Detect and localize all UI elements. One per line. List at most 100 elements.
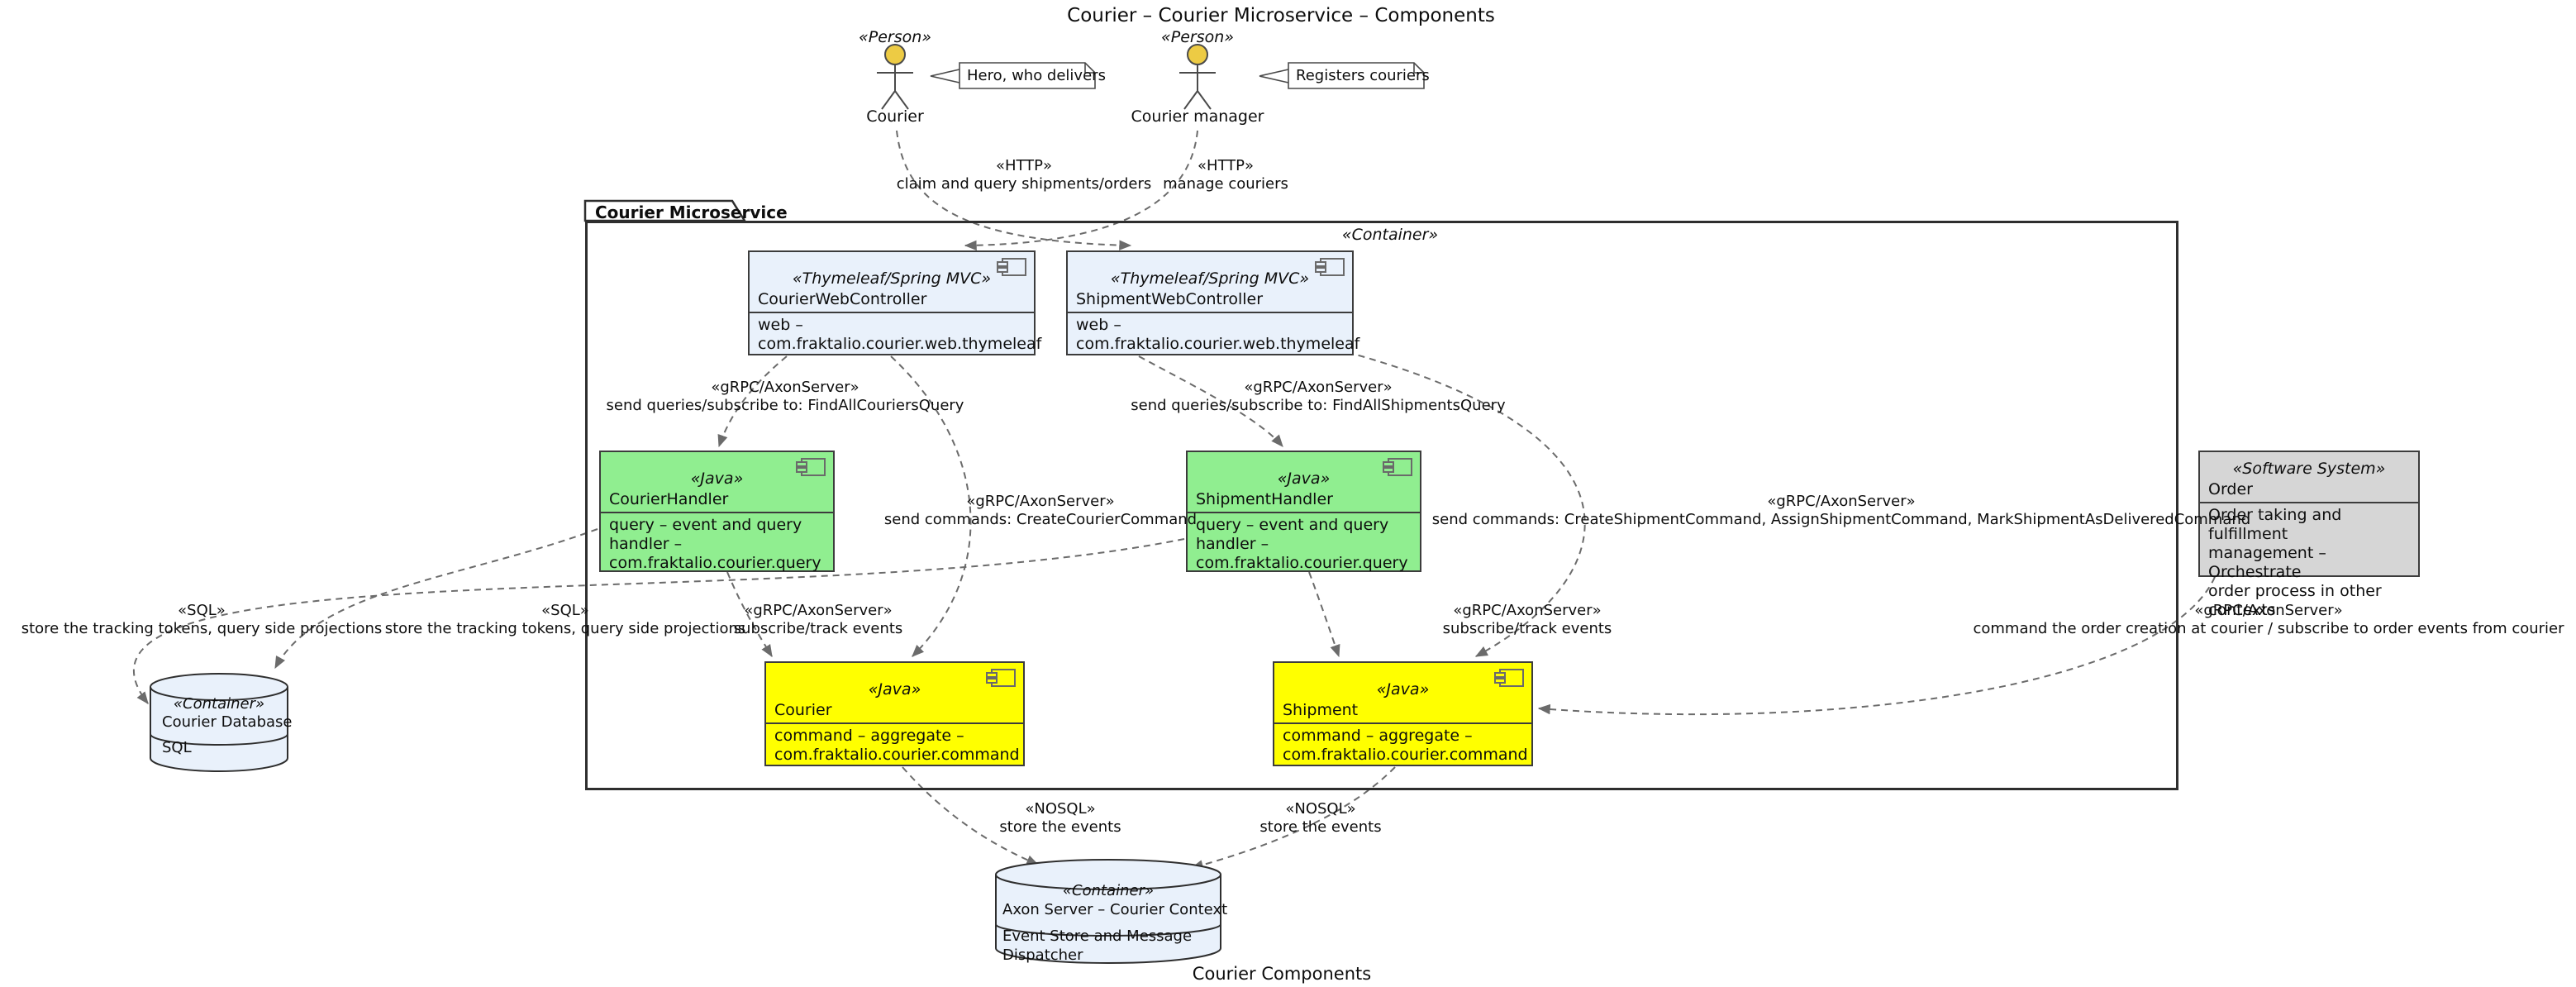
component-name: Order: [2208, 480, 2253, 498]
component-description: query – event and query handler – com.fr…: [601, 512, 833, 576]
edge-text: send commands: CreateCourierCommand: [883, 511, 1198, 528]
edge-label-http-manage: «HTTP» manage couriers: [1163, 157, 1288, 193]
shipment-handler-box: «Java» ShipmentHandler query – event and…: [1186, 451, 1421, 572]
note-courier-manager: Registers couriers: [1296, 67, 1430, 84]
order-system-box: «Software System» Order Order taking and…: [2198, 451, 2420, 619]
actor-courier-manager-name: Courier manager: [1131, 107, 1264, 126]
edge-stereotype: «gRPC/AxonServer»: [966, 493, 1115, 510]
edge-stereotype: «gRPC/AxonServer»: [711, 379, 859, 396]
edge-stereotype: «gRPC/AxonServer»: [1244, 379, 1393, 396]
axon-server-stereotype: «Container»: [1062, 882, 1155, 899]
diagram-caption: Courier Components: [1192, 964, 1372, 984]
edge-sql-shipment-handler-arrow: [132, 538, 1185, 704]
component-header: «Thymeleaf/Spring MVC» CourierWebControl…: [750, 252, 1034, 312]
edge-stereotype: «HTTP»: [1197, 157, 1255, 174]
component-description: web – com.fraktalio.courier.web.thymelea…: [750, 312, 1041, 357]
component-icon: [1494, 669, 1524, 687]
actor-courier-manager-stereotype: «Person»: [1161, 28, 1234, 46]
edge-text: command the order creation at courier / …: [1973, 620, 2564, 637]
component-name: ShipmentHandler: [1196, 490, 1333, 508]
component-description: command – aggregate – com.fraktalio.cour…: [766, 722, 1023, 768]
edge-create-courier-arrow: [890, 355, 972, 657]
edge-create-shipment-arrow: [1346, 351, 1586, 657]
courier-aggregate-box: «Java» Courier command – aggregate – com…: [764, 661, 1025, 766]
component-header: «Java» CourierHandler: [601, 452, 833, 512]
component-stereotype: «Software System»: [2232, 460, 2386, 478]
edge-stereotype: «gRPC/AxonServer»: [1767, 493, 1916, 510]
edge-label-sql-left: «SQL» store the tracking tokens, query s…: [21, 602, 383, 638]
axon-server-shape: [995, 859, 1221, 964]
edge-manage-couriers-arrow: [964, 130, 1198, 251]
component-header: «Thymeleaf/Spring MVC» ShipmentWebContro…: [1068, 252, 1352, 312]
edge-label-find-shipments: «gRPC/AxonServer» send queries/subscribe…: [1131, 379, 1505, 415]
component-header: «Software System» Order: [2200, 452, 2418, 502]
actor-courier-stereotype: «Person»: [859, 28, 931, 46]
actor-courier-figure: [877, 44, 913, 110]
courier-database-name: Courier Database: [162, 713, 293, 731]
edge-text: store the tracking tokens, query side pr…: [21, 620, 383, 637]
diagram-title: Courier – Courier Microservice – Compone…: [1067, 5, 1495, 26]
component-stereotype: «Java»: [690, 470, 744, 488]
actor-courier-manager-figure: [1179, 44, 1216, 110]
component-header: «Java» Courier: [766, 663, 1023, 722]
edge-stereotype: «gRPC/AxonServer»: [2194, 602, 2343, 619]
edge-subscribe-courier-arrow: [726, 571, 773, 658]
component-stereotype: «Thymeleaf/Spring MVC»: [792, 269, 992, 288]
component-name: CourierWebController: [758, 290, 927, 308]
courier-database-shape: [150, 673, 288, 772]
edge-label-order-link: «gRPC/AxonServer» command the order crea…: [1973, 602, 2564, 638]
edge-stereotype: «NOSQL»: [1285, 800, 1356, 818]
axon-server-technology: Event Store and Message Dispatcher: [1002, 927, 1193, 964]
component-icon: [986, 669, 1016, 687]
edge-text: store the events: [999, 818, 1121, 836]
edge-nosql-shipment-arrow: [1190, 766, 1396, 870]
component-stereotype: «Java»: [1376, 680, 1430, 699]
edge-text: send queries/subscribe to: FindAllShipme…: [1131, 397, 1506, 414]
edge-stereotype: «SQL»: [178, 602, 226, 619]
component-name: Shipment: [1283, 701, 1359, 719]
edge-label-http-claim: «HTTP» claim and query shipments/orders: [897, 157, 1152, 193]
edge-stereotype: «gRPC/AxonServer»: [744, 602, 893, 619]
edge-label-nosql-left: «NOSQL» store the events: [999, 800, 1121, 837]
edge-text: store the events: [1259, 818, 1382, 836]
component-header: «Java» ShipmentHandler: [1188, 452, 1420, 512]
edge-stereotype: «SQL»: [541, 602, 589, 619]
edge-text: send commands: CreateShipmentCommand, As…: [1431, 511, 2251, 528]
component-description: web – com.fraktalio.courier.web.thymelea…: [1068, 312, 1359, 357]
boundary-label: Courier Microservice: [595, 203, 788, 222]
courier-database-technology: SQL: [162, 739, 192, 756]
component-name: Courier: [774, 701, 832, 719]
component-stereotype: «Java»: [868, 680, 921, 699]
note-shapes: [930, 62, 1425, 89]
component-icon: [1315, 258, 1345, 276]
component-description: Order taking and fulfillment management …: [2200, 502, 2418, 623]
edge-label-create-shipment: «gRPC/AxonServer» send commands: CreateS…: [1432, 493, 2250, 529]
edge-stereotype: «NOSQL»: [1025, 800, 1096, 818]
edge-text: claim and query shipments/orders: [896, 175, 1152, 193]
component-stereotype: «Java»: [1277, 470, 1331, 488]
edge-label-nosql-right: «NOSQL» store the events: [1259, 800, 1381, 837]
component-description: query – event and query handler – com.fr…: [1188, 512, 1420, 576]
edge-find-couriers-arrow: [717, 355, 788, 448]
component-stereotype: «Thymeleaf/Spring MVC»: [1110, 269, 1310, 288]
component-icon: [997, 258, 1026, 276]
edge-find-shipments-arrow: [1138, 355, 1283, 447]
axon-server-name: Axon Server – Courier Context: [1002, 901, 1228, 918]
edge-stereotype: «HTTP»: [995, 157, 1053, 174]
courier-microservice-boundary: [585, 221, 2178, 790]
edge-label-subscribe-left: «gRPC/AxonServer» subscribe/track events: [734, 602, 903, 638]
edge-text: store the tracking tokens, query side pr…: [384, 620, 746, 637]
edge-text: send queries/subscribe to: FindAllCourie…: [606, 397, 964, 414]
boundary-stereotype: «Container»: [1341, 226, 1439, 244]
courier-database-stereotype: «Container»: [173, 695, 265, 713]
shipment-web-controller-box: «Thymeleaf/Spring MVC» ShipmentWebContro…: [1066, 250, 1359, 357]
courier-web-controller-box: «Thymeleaf/Spring MVC» CourierWebControl…: [748, 250, 1041, 357]
edge-text: subscribe/track events: [1442, 620, 1612, 637]
edge-text: subscribe/track events: [733, 620, 903, 637]
component-name: ShipmentWebController: [1076, 290, 1264, 308]
edge-claim-shipments-arrow: [896, 130, 1132, 250]
component-header: «Java» Shipment: [1274, 663, 1531, 722]
edge-subscribe-shipment-arrow: [1308, 571, 1340, 658]
edge-text: manage couriers: [1163, 175, 1288, 193]
component-description: command – aggregate – com.fraktalio.cour…: [1274, 722, 1531, 768]
